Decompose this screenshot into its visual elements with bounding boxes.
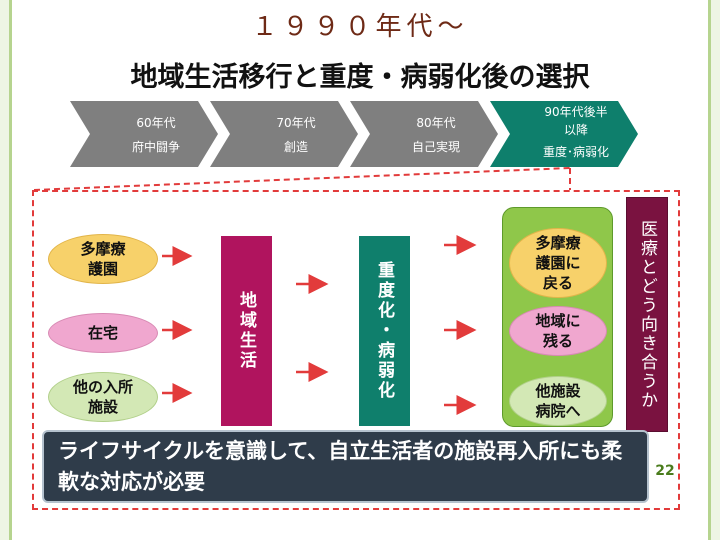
timeline-theme: 府中闘争	[131, 140, 180, 154]
community-living-bar: 地域生活	[221, 236, 272, 426]
oval-text: 多摩療 護園	[80, 240, 126, 278]
timeline-theme: 自己実現	[411, 140, 460, 154]
slide-title-line1: １９９０年代～	[251, 12, 469, 42]
oval-text: 地域に 残る	[535, 312, 581, 350]
timeline-decade: 70年代	[276, 116, 316, 130]
severity-bar: 重度化・病弱化	[359, 236, 410, 426]
oval-text: 他施設 病院へ	[535, 382, 581, 420]
timeline-chevron-2	[210, 101, 358, 167]
page-number: 22	[655, 463, 675, 479]
community-living-text: 地域生活	[236, 291, 256, 371]
timeline-decade-suffix: 以降	[563, 123, 588, 137]
timeline-theme: 重度･病弱化	[542, 145, 609, 159]
medical-question-text: 医療とどう向き合うか	[637, 219, 657, 410]
timeline-decade: 90年代後半	[544, 105, 608, 119]
conclusion-text: ライフサイクルを意識して、自立生活者の施設再入所にも柔軟な対応が必要	[58, 439, 623, 494]
origin-home: 在宅	[48, 313, 158, 353]
severity-text: 重度化・病弱化	[374, 261, 394, 401]
timeline-decade: 80年代	[416, 116, 456, 130]
oval-text: 他の入所 施設	[72, 378, 133, 416]
slide-edge-left	[0, 0, 12, 540]
dashed-frame	[32, 190, 680, 510]
outcome-other-facility-hospital: 他施設 病院へ	[509, 376, 607, 426]
conclusion-banner: ライフサイクルを意識して、自立生活者の施設再入所にも柔軟な対応が必要	[42, 430, 649, 503]
origin-tama-ryogoen: 多摩療 護園	[48, 234, 158, 284]
oval-text: 多摩療 護園に 戻る	[535, 234, 581, 292]
timeline-label-90s: 90年代後半 以降 重度･病弱化	[512, 103, 640, 161]
timeline-chevron-4	[490, 101, 638, 167]
timeline-label-60s: 60年代 府中闘争	[92, 113, 220, 157]
timeline-chevron-1	[70, 101, 218, 167]
timeline-decade: 60年代	[136, 116, 176, 130]
timeline-chevron-3	[350, 101, 498, 167]
timeline-label-70s: 70年代 創造	[232, 113, 360, 157]
origin-other-facility: 他の入所 施設	[48, 372, 158, 422]
timeline-theme: 創造	[283, 140, 308, 154]
outcome-return-tama: 多摩療 護園に 戻る	[509, 228, 607, 298]
slide-edge-right	[708, 0, 720, 540]
medical-question-box: 医療とどう向き合うか	[626, 197, 668, 432]
timeline-chevrons	[70, 101, 638, 167]
outcome-stay-community: 地域に 残る	[509, 306, 607, 356]
slide-title-line2: 地域生活移行と重度・病弱化後の選択	[130, 62, 590, 93]
oval-text: 在宅	[87, 324, 118, 342]
timeline-label-80s: 80年代 自己実現	[372, 113, 500, 157]
